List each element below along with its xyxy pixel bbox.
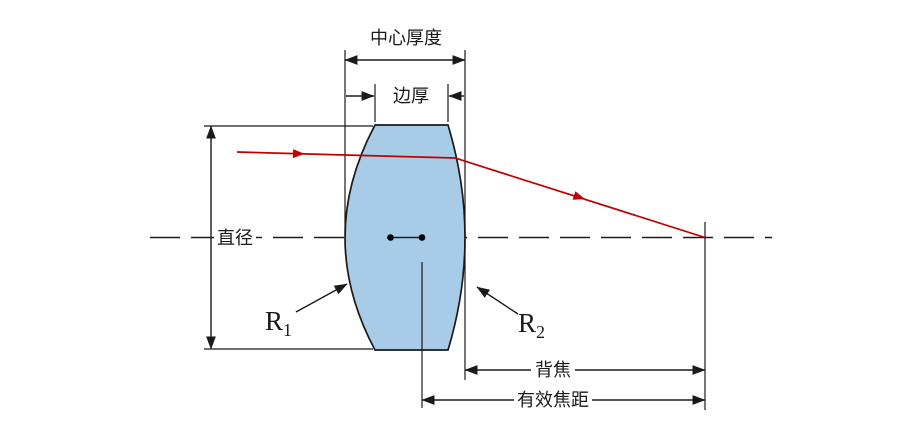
r2-arrow [476,286,519,315]
ray-arrowhead-2 [572,191,585,200]
back-focus-label: 背焦 [535,360,571,380]
effective-focal-length-label: 有效焦距 [517,390,589,410]
r1-base: R [265,306,283,336]
ray-arrowhead-1 [292,149,305,159]
diameter-label-mask [214,226,256,249]
r1-subscript: 1 [283,320,292,340]
back-focus-label-mask [531,360,575,380]
r1-arrow [295,283,348,313]
lens-center-dot-right [418,234,426,241]
r2-label: R2 [518,308,545,342]
r2-base: R [518,308,536,338]
r2-subscript: 2 [536,322,545,342]
diameter-label: 直径 [217,228,253,248]
r1-label: R1 [265,306,292,340]
edge-thickness-label: 边厚 [393,86,429,106]
light-ray [236,151,706,239]
lens-center-dot-left [387,234,394,241]
center-thickness-label: 中心厚度 [370,28,442,48]
effective-focal-length-label-mask [514,390,592,410]
